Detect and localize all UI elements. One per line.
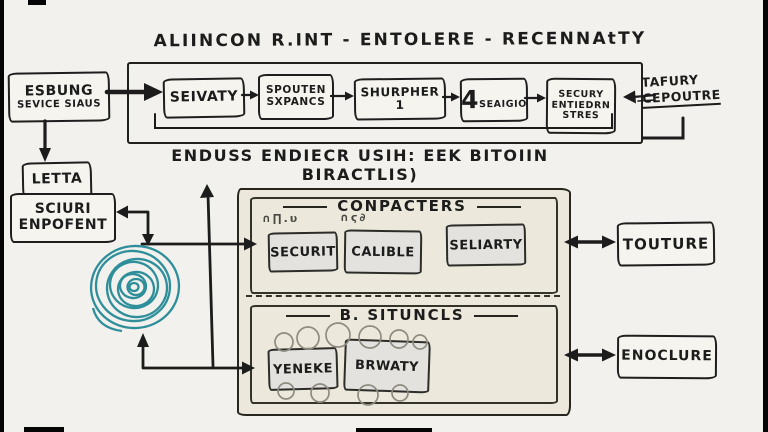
arrowhead-enoclure-right: [602, 348, 616, 362]
enoclure-box: ENOCLURE: [616, 334, 718, 380]
diagram-title: ALIINCON R.INT - ENTOLERE - RECENNAtTY: [153, 28, 647, 52]
arrowhead-to-sciuri: [116, 205, 128, 219]
diagram-subtitle: ENDUSS ENDIECR USIH: EEK BITOIIN BIRACTL…: [171, 146, 549, 184]
pipeline-step-4-label: SEAIGIO: [479, 98, 528, 110]
arrowhead-corner-down: [142, 234, 154, 246]
pipeline-container: [127, 62, 643, 144]
section-a-box-seliarty: SELIARTY: [445, 223, 527, 267]
arrowhead-spiral-up: [137, 333, 149, 347]
side-note-connector: [641, 116, 685, 140]
arrow-into-section-b: [141, 341, 245, 370]
arrowhead-touture-right: [602, 235, 616, 249]
pipeline-step-2: SPOUTEN SXPANCS: [258, 74, 334, 120]
bottom-edge-mark-left: [24, 427, 64, 432]
teal-spiral-doodle: [89, 244, 181, 333]
sciuri-box: SCIURI ENPOFENT: [10, 193, 116, 243]
line-long-vertical: [206, 192, 215, 368]
source-box-line1: ESBUNG: [24, 82, 94, 100]
pipeline-step-5: SECURY ENTIEDRN STRES: [545, 77, 617, 135]
right-edge-bar: [763, 0, 768, 432]
scribble-doodle-2: ∩ϛ∂: [340, 211, 368, 224]
pipeline-step-4: 4 SEAIGIO: [459, 77, 529, 123]
section-b-box-brwaty: BRWATY: [343, 338, 431, 394]
pipeline-step-3: SHURPHER 1: [353, 77, 447, 121]
arrowhead-source-down: [39, 148, 51, 162]
section-a-box-calible: CALIBLE: [343, 229, 423, 275]
section-a-title: CONPACTERS: [337, 197, 467, 215]
pipeline-step-4-prefix: 4: [460, 85, 480, 115]
side-note-line2: CEPOUTRE: [641, 86, 722, 110]
section-b-header: B. SITUNCLS: [256, 306, 548, 324]
arrowhead-vertical-up: [200, 184, 214, 198]
bottom-edge-mark-center: [356, 428, 432, 432]
left-edge-bar: [0, 0, 4, 432]
section-divider: [246, 295, 560, 297]
scribble-doodle-1: ∩∏.υ: [262, 212, 300, 225]
arrow-corner-sciuri: [124, 210, 150, 238]
section-b-title: B. SITUNCLS: [339, 306, 465, 324]
section-a-header: CONPACTERS: [256, 197, 548, 215]
section-a-box-securit: SECURIT: [267, 231, 339, 273]
side-note: TAFURY CEPOUTRE: [641, 69, 753, 110]
touture-box: TOUTURE: [616, 221, 716, 267]
source-box-line2: SEVICE SIAUS: [17, 98, 102, 111]
pipeline-step-1: SEIVATY: [162, 77, 246, 119]
source-box: ESBUNG SEVICE SIAUS: [7, 71, 111, 123]
section-b-box-yeneke: YENEKE: [267, 347, 339, 391]
top-edge-mark: [28, 0, 46, 5]
